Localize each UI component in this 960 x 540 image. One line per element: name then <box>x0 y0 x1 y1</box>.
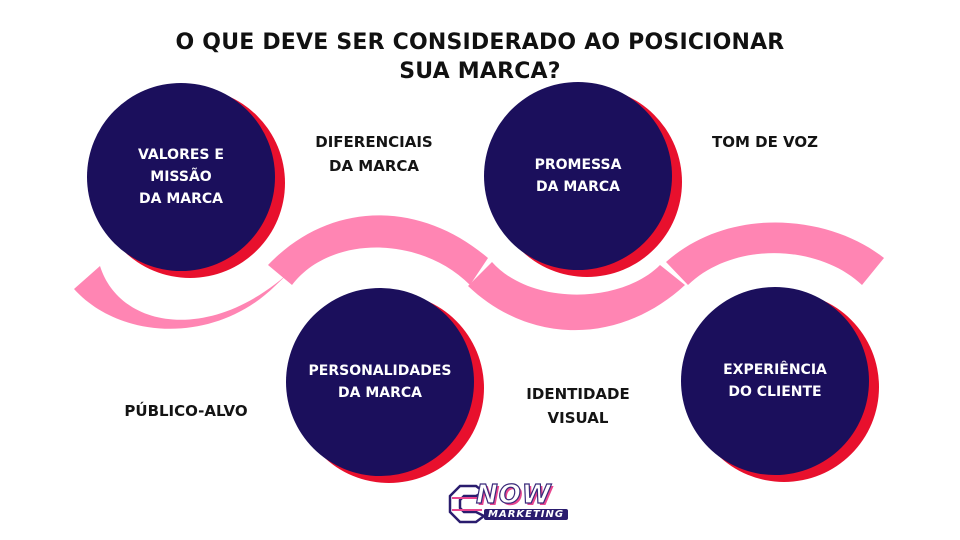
label-publico-text: PÚBLICO-ALVO <box>124 402 248 420</box>
circle-promessa: PROMESSA DA MARCA <box>484 82 684 282</box>
label-identidade-line-2: VISUAL <box>547 409 609 427</box>
circle-body: PERSONALIDADES DA MARCA <box>286 288 474 476</box>
circle-label-line-2: DO CLIENTE <box>728 384 822 400</box>
circle-body: PROMESSA DA MARCA <box>484 82 672 270</box>
cnow-logo: NOW MARKETING <box>440 478 576 530</box>
circle-body: EXPERIÊNCIA DO CLIENTE <box>681 287 869 475</box>
wave-segments <box>74 215 884 331</box>
circle-label-line-2: DA MARCA <box>338 385 422 401</box>
circle-body: VALORES E MISSÃO DA MARCA <box>87 83 275 271</box>
wave-segment-4 <box>666 222 884 285</box>
label-identidade-line-1: IDENTIDADE <box>526 385 630 403</box>
label-diferenciais-line-1: DIFERENCIAIS <box>315 133 433 151</box>
circle-experiencia: EXPERIÊNCIA DO CLIENTE <box>681 287 881 487</box>
circle-personalidades: PERSONALIDADES DA MARCA <box>286 288 486 488</box>
page-title: O QUE DEVE SER CONSIDERADO AO POSICIONAR… <box>0 28 960 86</box>
label-identidade-visual: IDENTIDADE VISUAL <box>498 382 658 430</box>
label-publico-alvo: PÚBLICO-ALVO <box>106 399 266 423</box>
title-line-2: SUA MARCA? <box>399 59 561 84</box>
wave-segment-2 <box>268 215 488 285</box>
circle-label-line-2: DA MARCA <box>536 179 620 195</box>
circle-label-line-1: PERSONALIDADES <box>308 363 452 379</box>
label-tom-text: TOM DE VOZ <box>711 133 819 151</box>
circle-label-line-2: DA MARCA <box>139 191 223 207</box>
circle-label-line-1: VALORES E MISSÃO <box>138 147 224 185</box>
c-logo-icon <box>448 484 487 524</box>
label-tom-de-voz: TOM DE VOZ <box>685 130 845 154</box>
label-diferenciais-line-2: DA MARCA <box>329 157 419 175</box>
circle-label-line-1: EXPERIÊNCIA <box>723 362 827 378</box>
wave-segment-1 <box>74 266 296 329</box>
circle-valores-missao: VALORES E MISSÃO DA MARCA <box>87 83 287 283</box>
label-diferenciais: DIFERENCIAIS DA MARCA <box>294 130 454 178</box>
title-line-1: O QUE DEVE SER CONSIDERADO AO POSICIONAR <box>175 30 785 55</box>
logo-main-text: NOW <box>475 479 552 510</box>
logo-sub-text: MARKETING <box>484 509 569 520</box>
circle-label-line-1: PROMESSA <box>534 157 622 173</box>
wave-segment-3 <box>468 262 685 331</box>
